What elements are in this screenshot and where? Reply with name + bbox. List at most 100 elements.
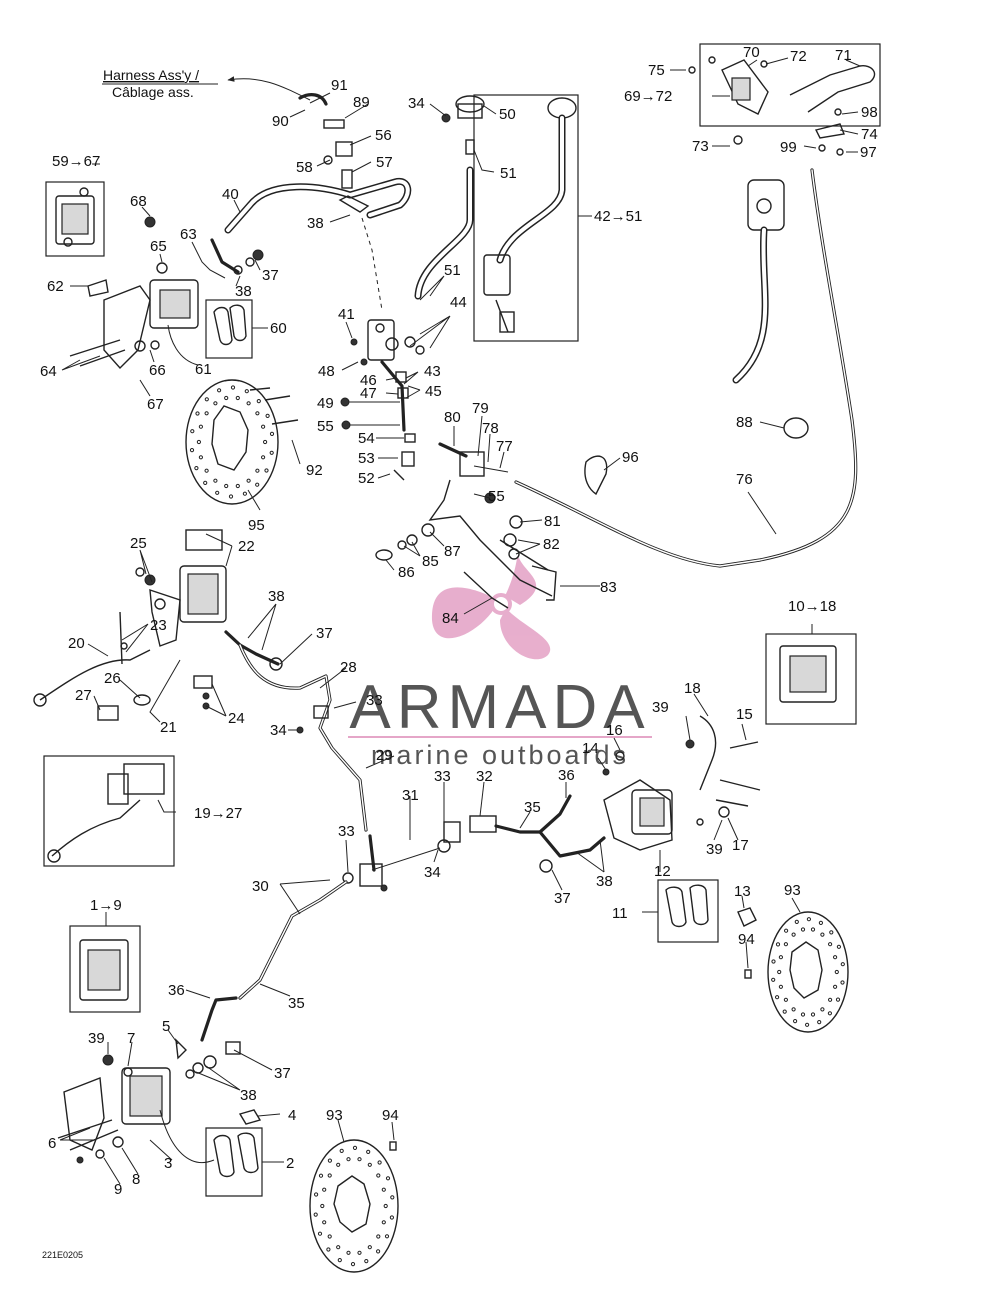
callout: 38 [240, 1087, 257, 1104]
callout: 4 [288, 1107, 296, 1124]
rotor-vent-hole [784, 928, 789, 933]
rotor-vent-hole [204, 411, 209, 416]
rotor-vent-hole [384, 1234, 390, 1239]
rotor-vent-hole [840, 962, 845, 967]
brake-pedal-assembly [375, 442, 557, 609]
callout: 33 [434, 768, 451, 785]
callout: 98 [861, 104, 878, 121]
callout: 90 [272, 113, 289, 130]
rotor-vent-hole [350, 1262, 356, 1267]
rotor-vent-hole [269, 431, 275, 436]
callout: 71 [835, 47, 852, 64]
callout: 77 [496, 438, 513, 455]
rotor-vent-hole [783, 942, 789, 947]
watermark-brand: ARMADA [349, 673, 650, 742]
rotor-vent-hole [793, 1019, 798, 1024]
callout: 72 [790, 48, 807, 65]
callout: 42→51 [594, 208, 642, 225]
callout: 37 [316, 625, 333, 642]
callout: 34 [270, 722, 287, 739]
brake-rotor-93-bottom [309, 1139, 399, 1273]
callout: 92 [306, 462, 323, 479]
callout: 7 [127, 1030, 135, 1047]
callout: 22 [238, 538, 255, 555]
callout: 59→67 [52, 153, 100, 170]
callout: 52 [358, 470, 375, 487]
rotor-vent-hole [189, 448, 195, 453]
rotor-vent-hole [261, 424, 266, 429]
rotor-vent-hole [820, 932, 825, 937]
callout: 89 [353, 94, 370, 111]
rotor-vent-hole [269, 450, 274, 455]
rotor-vent-hole [235, 395, 240, 401]
rotor-vent-hole [835, 997, 841, 1002]
rotor-vent-hole [195, 411, 200, 416]
callout: 84 [442, 610, 459, 627]
callout: 39 [88, 1030, 105, 1047]
callout: 24 [228, 710, 245, 727]
callout: 74 [861, 126, 878, 143]
rotor-vent-hole [336, 1245, 341, 1250]
rotor-vent-hole [800, 927, 806, 932]
rotor-vent-hole [775, 942, 781, 947]
callout: 38 [268, 588, 285, 605]
callout: 44 [450, 294, 467, 311]
rotor-vent-hole [322, 1220, 327, 1225]
rotor-vent-hole [196, 439, 201, 445]
callout: 36 [558, 767, 575, 784]
callout: 60 [270, 320, 287, 337]
callout: 14 [582, 740, 599, 757]
watermark-tagline: marine outboards [371, 740, 629, 770]
armada-watermark: ARMADA marine outboards [348, 556, 652, 770]
callout: 86 [398, 564, 415, 581]
callout: 97 [860, 144, 877, 161]
callout: 85 [422, 553, 439, 570]
rotor-vent-hole [242, 491, 247, 496]
callout: 50 [499, 106, 516, 123]
rotor-vent-hole [204, 468, 209, 473]
rotor-vent-hole [806, 917, 812, 922]
callout: 39 [652, 699, 669, 716]
rotor-vent-hole [352, 1145, 358, 1151]
callout: 56 [375, 127, 392, 144]
rotor-vent-hole [818, 920, 824, 926]
callout: 51 [500, 165, 517, 182]
rotor-vent-hole [246, 478, 251, 483]
callout: 35 [288, 995, 305, 1012]
switch-parts-56-57 [298, 93, 383, 311]
rotor-vent-hole [203, 480, 208, 485]
rotor-vent-hole [320, 1203, 325, 1209]
rear-left-caliper [69, 216, 253, 370]
rotor-vent-hole [833, 984, 838, 989]
callout: 1→9 [90, 897, 122, 914]
rotor-vent-hole [377, 1160, 382, 1165]
callout: 39 [706, 841, 723, 858]
rotor-vent-hole [828, 942, 833, 947]
callout: 11 [612, 905, 628, 922]
rotor-vent-hole [381, 1187, 386, 1192]
rotor-vent-hole [336, 1162, 341, 1167]
rotor-vent-hole [366, 1149, 371, 1155]
rotor-vent-hole [204, 397, 209, 402]
rotor-vent-hole [381, 1220, 386, 1225]
rotor-vent-hole [346, 1250, 351, 1255]
callout: 38 [596, 873, 613, 890]
callout: 79 [472, 400, 489, 417]
rotor-vent-hole [791, 1007, 796, 1012]
rotor-vent-hole [357, 1250, 362, 1255]
reservoir-assembly [414, 94, 579, 342]
rotor-vent-hole [827, 1011, 833, 1016]
callout: 55 [488, 488, 505, 505]
callout: 34 [408, 95, 425, 112]
callout: 25 [130, 535, 147, 552]
callout: 38 [235, 283, 252, 300]
callout: 88 [736, 414, 753, 431]
rotor-vent-hole [833, 955, 838, 960]
rotor-vent-hole [367, 1245, 372, 1250]
rotor-vent-hole [230, 385, 236, 390]
callout: 83 [600, 579, 617, 596]
callout: 31 [402, 787, 419, 804]
brake-rotor-93-right [744, 911, 849, 1033]
rotor-vent-hole [778, 984, 784, 989]
